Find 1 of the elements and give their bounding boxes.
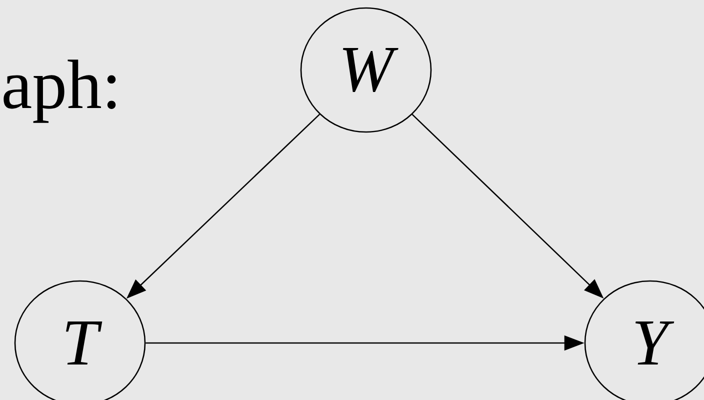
- heading-text: aph:: [4, 60, 116, 123]
